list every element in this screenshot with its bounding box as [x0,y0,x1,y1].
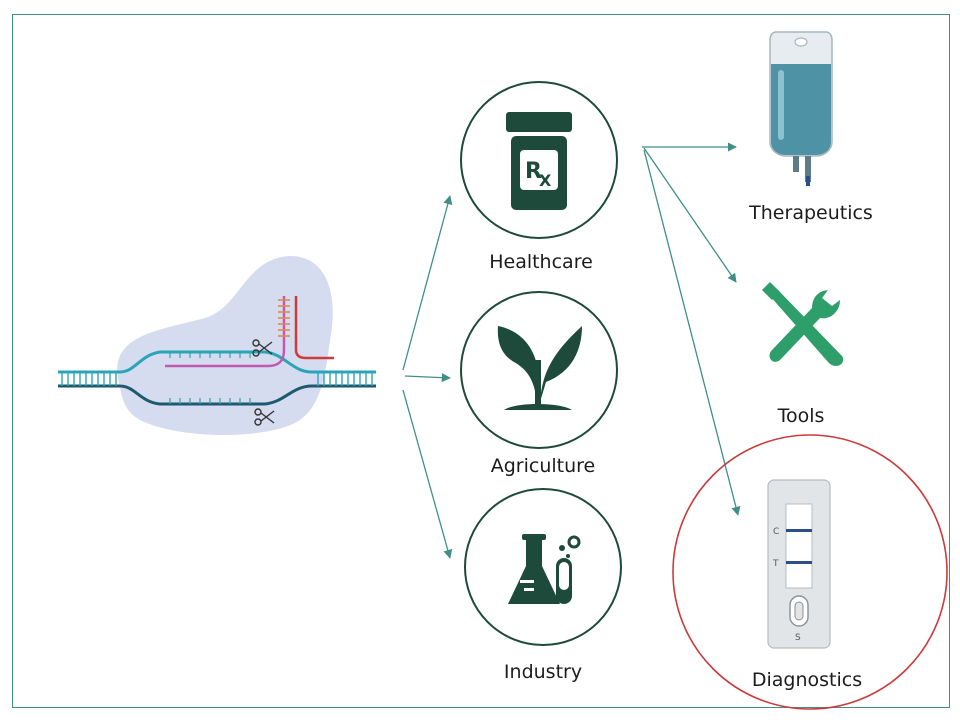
arrow-to-diagnostics [643,149,741,516]
arrow-to-agriculture [404,373,451,383]
arrow-to-tools [643,147,737,283]
diagnostics-highlight-circle [672,434,948,710]
dna-strand-bottom [58,384,376,406]
control-line-label: C [773,527,779,537]
healthcare-label: Healthcare [489,251,593,273]
diagnostics-label: Diagnostics [751,669,863,691]
sprout-icon [497,326,582,410]
cas-dna-complex-icon [58,256,376,435]
industry-circle [464,488,622,646]
iv-bag-icon [769,31,833,186]
rx-symbol: R [525,159,542,184]
therapeutics-label: Therapeutics [749,202,873,224]
test-line-label: T [772,559,779,569]
tools-icon [762,282,844,366]
rx-symbol-sub: X [539,171,552,190]
dna-base-pairs [61,372,373,386]
test-strip-icon: C T S [767,479,831,649]
scissors-icon [254,408,275,426]
industry-label: Industry [503,661,583,683]
agriculture-label: Agriculture [490,455,596,477]
cas-protein-blob [117,256,333,435]
lab-flask-icon [508,534,581,604]
tools-label: Tools [777,405,825,427]
dna-strand-top [58,350,376,374]
rx-bottle-icon: R X [506,112,572,210]
guide-rna [165,296,286,368]
scaffold-rna [294,296,334,360]
sample-well-label: S [795,633,801,643]
arrow-to-industry [402,389,453,559]
scissors-icon [252,339,273,357]
arrow-to-healthcare [402,195,453,371]
diagram-frame [12,14,950,708]
